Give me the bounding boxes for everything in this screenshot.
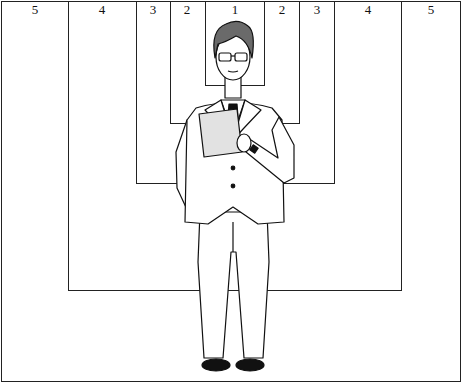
shot-frame: 4 4 3 3 2 2 1: [68, 1, 402, 291]
shot-number: 1: [232, 3, 239, 17]
shot-number: 2: [184, 3, 191, 17]
shot-number: 5: [428, 3, 435, 17]
shot-number: 3: [314, 3, 321, 17]
shot-number: 5: [32, 3, 39, 17]
shot-frame: 2 2 1: [170, 1, 300, 124]
shot-number: 2: [279, 3, 286, 17]
shot-frame: 1: [205, 1, 265, 86]
shot-number: 4: [365, 3, 372, 17]
shot-number: 3: [150, 3, 157, 17]
shot-number: 4: [99, 3, 106, 17]
shot-frame: 3 3 2 2 1: [136, 1, 335, 184]
